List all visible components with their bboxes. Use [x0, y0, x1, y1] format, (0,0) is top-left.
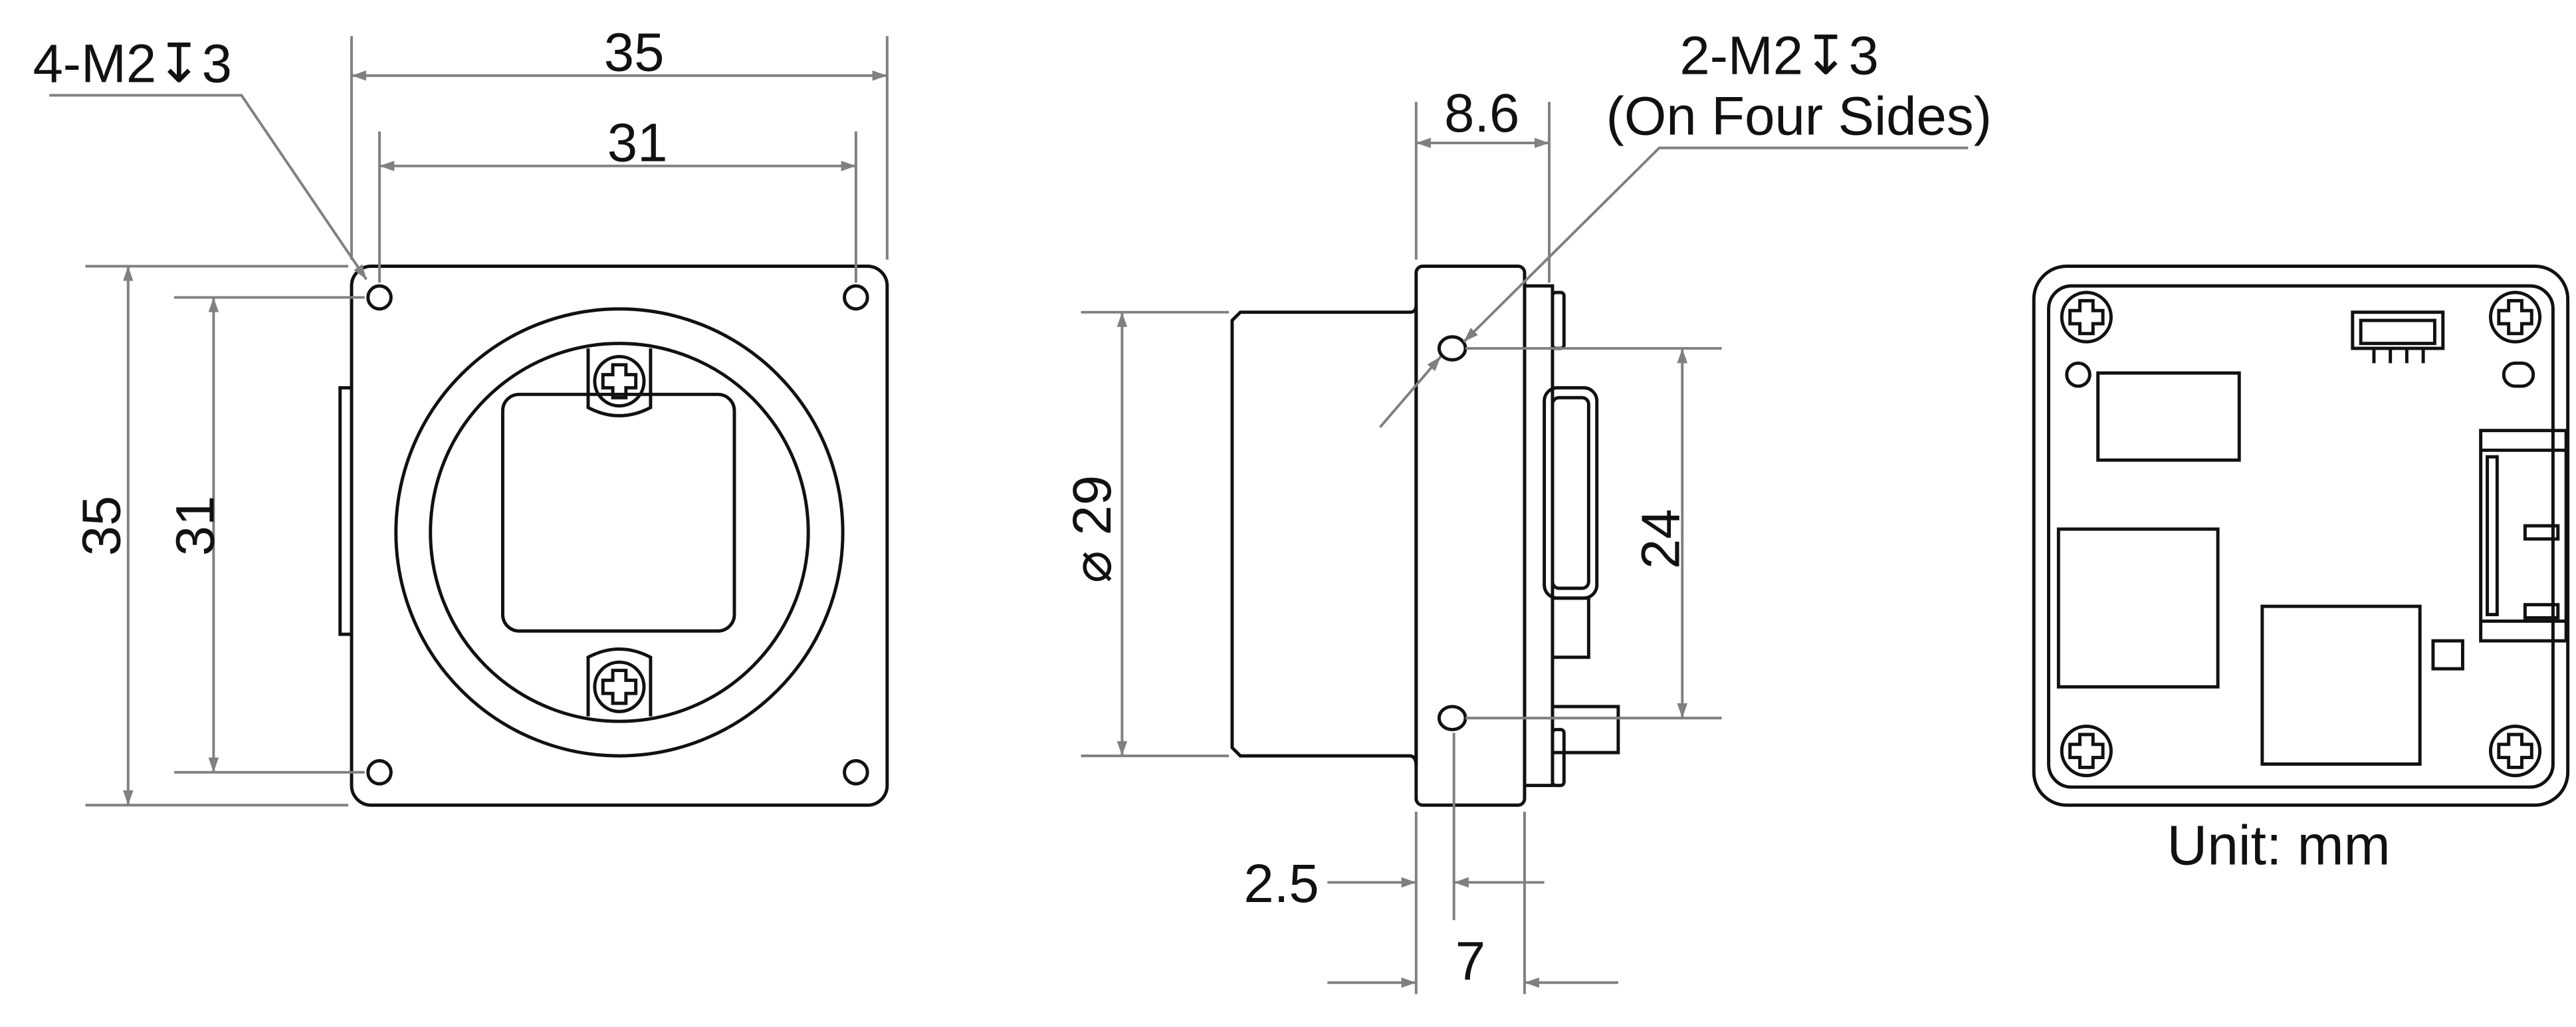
dim-width-holes: 31	[607, 112, 668, 173]
mount-hole	[1437, 335, 1467, 362]
pcb-outline	[2047, 284, 2555, 789]
usb-port	[2479, 429, 2568, 643]
dim-height-outer: 35	[71, 496, 132, 556]
dimension-lines	[1081, 102, 1969, 994]
clip	[1551, 290, 1566, 350]
sensor-window	[500, 392, 736, 633]
dimension-lines	[49, 36, 889, 807]
side-hole-callout-note: (On Four Sides)	[1606, 86, 1992, 147]
dim-width-outer: 35	[604, 22, 665, 82]
chip	[2056, 527, 2220, 689]
unit-label: Unit: mm	[2167, 814, 2391, 876]
front-view: 35 31 35 31 4-M2↧3	[33, 22, 889, 807]
side-tab	[338, 386, 354, 636]
dim-hole-spacing: 24	[1630, 509, 1691, 569]
lens-mount-inner-ring	[429, 342, 810, 723]
front-hole-callout: 4-M2↧3	[33, 34, 232, 94]
locating-hole	[2065, 361, 2092, 388]
dim-lens-diameter: ⌀ 29	[1062, 475, 1123, 583]
dim-body-depth: 8.6	[1444, 83, 1519, 144]
mount-hole	[843, 284, 869, 311]
side-hole-callout: 2-M2↧3	[1679, 25, 1879, 86]
dim-height-holes: 31	[165, 496, 225, 556]
pin-header-connector	[2351, 310, 2445, 364]
locating-slot	[2502, 361, 2535, 388]
chip	[2096, 371, 2241, 462]
dim-hole-offset: 2.5	[1243, 854, 1319, 914]
clip	[1551, 728, 1566, 788]
mount-hole	[366, 759, 393, 786]
mount-hole	[1437, 705, 1467, 732]
mount-hole	[366, 284, 393, 311]
chip	[2260, 604, 2422, 766]
screw-icon	[586, 647, 653, 717]
screw-icon	[2488, 725, 2542, 778]
lens-barrel	[1230, 305, 1418, 766]
dim-body-thickness: 7	[1455, 931, 1485, 991]
screw-icon	[2488, 290, 2542, 344]
usb-connector-inner	[1551, 396, 1590, 590]
screw-icon	[2060, 725, 2113, 778]
lens-mount-outer-ring	[394, 307, 845, 758]
screw-icon	[586, 348, 653, 417]
io-connector	[1551, 705, 1620, 754]
small-component	[2431, 639, 2464, 671]
mount-hole	[843, 759, 869, 786]
back-plate	[1523, 284, 1555, 788]
connector-base	[1551, 596, 1590, 659]
side-view: 8.6 2-M2↧3 (On Four Sides) ⌀ 29 24 2.5 7	[1062, 25, 1992, 994]
rear-view: Unit: mm	[2032, 265, 2570, 876]
screw-icon	[2060, 290, 2113, 344]
